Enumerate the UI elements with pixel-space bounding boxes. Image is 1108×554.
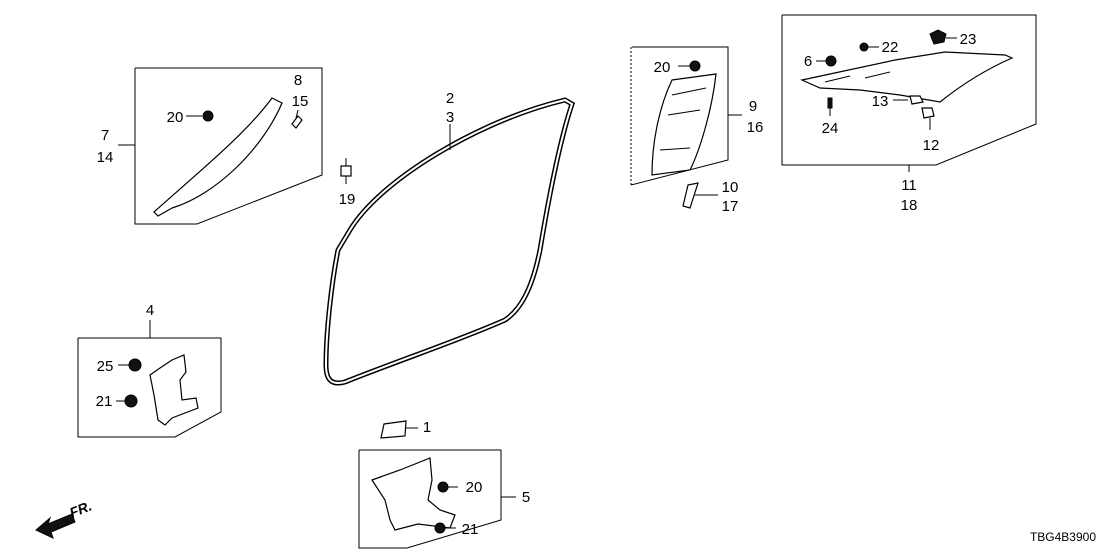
label-7: 7 (101, 127, 109, 144)
label-20: 20 (167, 109, 184, 126)
clip-22 (859, 42, 869, 52)
direction-indicator: FR. (35, 497, 94, 539)
clip-20-front-pillar (202, 110, 214, 122)
group-center-lower: 20 21 5 (358, 449, 530, 549)
clip-20-center-lower (437, 481, 449, 493)
label-19: 19 (339, 191, 356, 208)
group-center-pillar-upper: 20 9 16 (630, 46, 764, 186)
label-11: 11 (901, 177, 917, 194)
group-screw-19: 19 (339, 158, 356, 208)
clip-23 (929, 29, 947, 45)
group-trim-10: 10 17 (682, 179, 739, 215)
label-20c: 20 (466, 479, 483, 496)
front-lower-garnish (149, 354, 199, 426)
label-4: 4 (146, 302, 154, 319)
group-weatherstrip: 2 3 (323, 90, 576, 386)
label-24: 24 (822, 120, 839, 137)
label-6: 6 (804, 53, 812, 70)
label-15: 15 (292, 93, 309, 110)
label-16: 16 (747, 119, 764, 136)
label-10: 10 (722, 179, 739, 196)
direction-label: FR. (67, 497, 94, 520)
label-18: 18 (901, 197, 918, 214)
front-pillar-garnish (153, 97, 283, 217)
label-1: 1 (423, 419, 431, 436)
clip-6 (825, 55, 837, 67)
label-2: 2 (446, 90, 454, 107)
clip-24 (827, 97, 833, 109)
label-8: 8 (294, 72, 302, 89)
label-5: 5 (522, 489, 530, 506)
screw-19 (340, 165, 352, 177)
label-14: 14 (97, 149, 114, 166)
clip-21-front-lower (124, 394, 138, 408)
clip-21-center-lower (434, 522, 446, 534)
label-21b: 21 (462, 521, 479, 538)
trim-piece-10 (682, 182, 699, 209)
center-pillar-upper-garnish (651, 73, 717, 176)
door-weatherstrip (323, 97, 576, 386)
clip-13 (909, 95, 924, 105)
front-arrow-icon (35, 513, 76, 539)
label-9: 9 (749, 98, 757, 115)
group-front-lower: 4 25 21 (77, 302, 222, 438)
group-rear-pillar: 6 22 23 13 24 12 11 18 (781, 14, 1037, 214)
center-lower-garnish (371, 457, 456, 531)
label-25: 25 (97, 358, 114, 375)
group-front-pillar: 20 8 15 7 14 (97, 67, 323, 225)
label-17: 17 (722, 198, 739, 215)
label-3: 3 (446, 109, 454, 126)
label-13: 13 (872, 93, 889, 110)
label-21: 21 (96, 393, 113, 410)
clip-12 (921, 107, 935, 119)
pad-1 (380, 420, 407, 439)
label-22: 22 (882, 39, 899, 56)
label-23: 23 (960, 31, 977, 48)
clip-25 (128, 358, 142, 372)
group-pad-1: 1 (380, 419, 431, 439)
label-12: 12 (923, 137, 940, 154)
label-20b: 20 (654, 59, 671, 76)
diagram-code: TBG4B3900 (1030, 530, 1096, 544)
clip-20-center-pillar (689, 60, 701, 72)
clip-8-15 (291, 115, 303, 129)
